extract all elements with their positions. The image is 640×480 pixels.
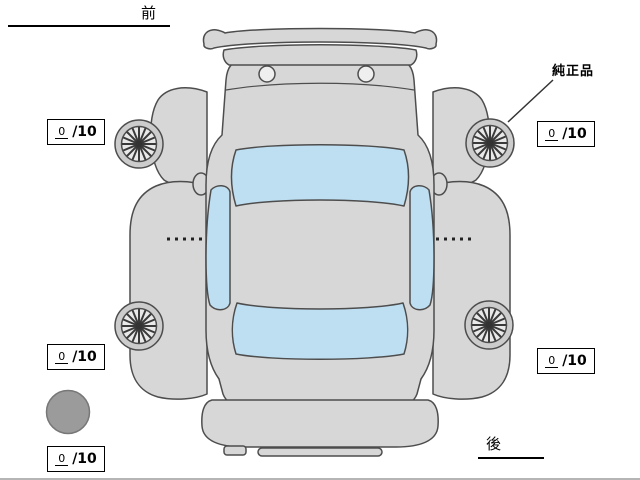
tire-score-rear-left: 0 /10	[47, 344, 105, 370]
wheel-front-right-icon	[465, 118, 515, 168]
tire-score-value: 0	[55, 126, 69, 139]
side-window-left	[205, 185, 231, 311]
door-panel-right	[432, 180, 511, 400]
front-bumper-lip	[202, 27, 438, 50]
tire-score-max: /10	[72, 451, 97, 467]
door-panel-left	[129, 180, 208, 400]
side-window-right	[409, 185, 435, 311]
tire-score-front-left: 0 /10	[47, 119, 105, 145]
tire-score-max: /10	[72, 124, 97, 140]
hood-line	[225, 82, 415, 91]
tire-score-spare: 0 /10	[47, 446, 105, 472]
genuine-part-label: 純正品	[552, 64, 595, 79]
rear-label: 後	[478, 433, 544, 459]
rear-bumper-lip	[257, 447, 383, 457]
tire-score-max: /10	[72, 349, 97, 365]
tire-score-front-right: 0 /10	[537, 121, 595, 147]
cowl-circle-right	[357, 65, 375, 83]
spare-tire-icon	[45, 389, 91, 435]
wheel-front-left-icon	[114, 119, 164, 169]
cowl-circle-left	[258, 65, 276, 83]
tire-score-value: 0	[545, 355, 559, 368]
wheel-rear-left-icon	[114, 301, 164, 351]
exhaust-tip	[223, 445, 247, 456]
tire-score-value: 0	[55, 453, 69, 466]
front-bumper	[222, 44, 418, 66]
rear-bumper	[201, 399, 439, 448]
tire-score-max: /10	[562, 353, 587, 369]
tire-score-value: 0	[545, 128, 559, 141]
genuine-part-pointer-line	[507, 79, 554, 123]
tire-score-max: /10	[562, 126, 587, 142]
wheel-rear-right-icon	[464, 300, 514, 350]
tire-score-rear-right: 0 /10	[537, 348, 595, 374]
rear-window	[231, 302, 409, 360]
windshield	[230, 144, 410, 207]
tire-score-value: 0	[55, 351, 69, 364]
front-label: 前	[8, 2, 170, 27]
